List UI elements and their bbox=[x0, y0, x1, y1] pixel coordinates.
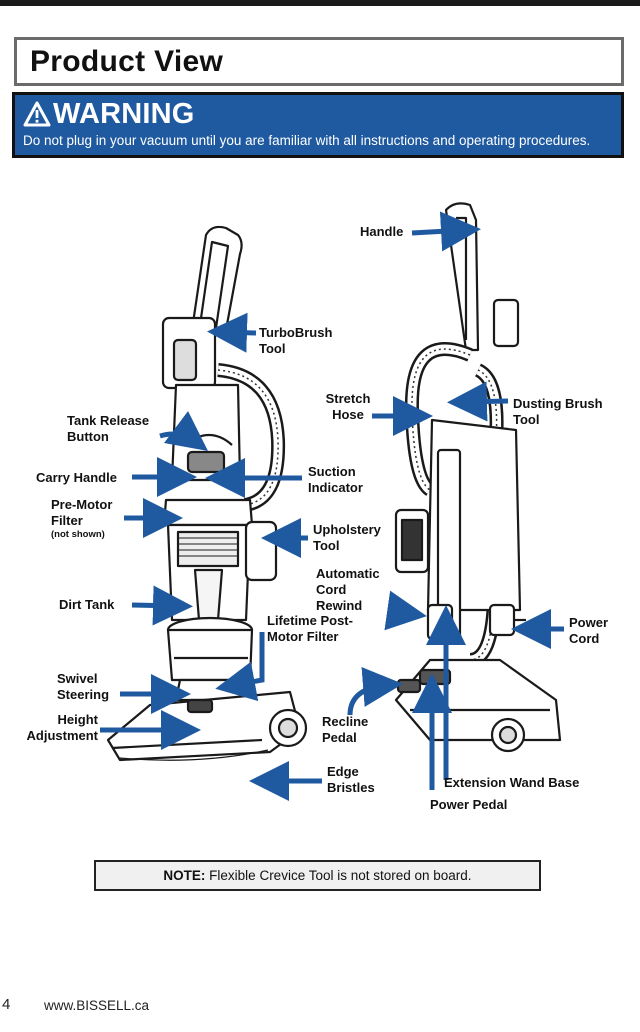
label-upholstery-tool: Upholstery Tool bbox=[313, 522, 381, 553]
title-box: Product View bbox=[14, 37, 624, 86]
page-number: 4 bbox=[2, 996, 11, 1013]
arrow-cord-rewind bbox=[384, 590, 427, 631]
label-dirt-tank: Dirt Tank bbox=[59, 597, 115, 612]
footer-url-link[interactable]: www.BISSELL.ca bbox=[44, 998, 150, 1013]
back-vacuum-drawing bbox=[394, 202, 562, 753]
label-handle: Handle bbox=[360, 224, 404, 239]
label-edge-bristles: Edge Bristles bbox=[327, 764, 375, 795]
label-extension-wand-base: Extension Wand Base bbox=[444, 775, 580, 790]
arrow-tank-release bbox=[159, 411, 209, 451]
label-carry-handle: Carry Handle bbox=[36, 470, 117, 485]
vacuum-illustration bbox=[100, 202, 564, 801]
label-stretch-hose: Stretch Hose bbox=[325, 391, 371, 422]
page-title: Product View bbox=[30, 45, 224, 78]
arrow-handle bbox=[411, 211, 481, 252]
front-vacuum-drawing bbox=[106, 225, 308, 762]
arrow-lifetime-filter bbox=[215, 632, 265, 702]
product-diagram: Handle TurboBrush Tool Stretch Hose Dust… bbox=[0, 180, 640, 820]
warning-triangle-icon bbox=[23, 101, 51, 127]
label-pre-motor-filter: Pre-Motor Filter (not shown) bbox=[51, 497, 131, 541]
label-power-cord: Power Cord bbox=[569, 615, 609, 646]
warning-text: Do not plug in your vacuum until you are… bbox=[23, 133, 591, 148]
label-suction-indicator: Suction Indicator bbox=[308, 464, 363, 495]
arrow-dusting-brush bbox=[447, 381, 509, 422]
label-height-adjustment: Height Adjustment bbox=[26, 712, 99, 743]
arrow-turbobrush bbox=[207, 312, 257, 353]
top-bar bbox=[0, 0, 640, 6]
warning-box: WARNING Do not plug in your vacuum until… bbox=[12, 92, 624, 158]
warning-header: WARNING bbox=[23, 97, 195, 131]
label-dusting-brush-tool: Dusting Brush Tool bbox=[513, 396, 603, 427]
note-box: NOTE: Flexible Crevice Tool is not store… bbox=[94, 860, 541, 891]
label-not-shown: (not shown) bbox=[51, 529, 105, 540]
label-automatic-cord-rewind: Automatic Cord Rewind bbox=[316, 566, 380, 613]
label-pre-motor-filter-text: Pre-Motor Filter bbox=[51, 497, 113, 528]
label-turbobrush-tool: TurboBrush Tool bbox=[259, 325, 333, 356]
label-swivel-steering: Swivel Steering bbox=[57, 671, 110, 702]
arrow-dirt-tank bbox=[131, 585, 193, 626]
note-text: Flexible Crevice Tool is not stored on b… bbox=[205, 868, 472, 883]
callout-arrows bbox=[100, 211, 564, 801]
warning-title: WARNING bbox=[53, 97, 195, 130]
label-recline-pedal: Recline Pedal bbox=[322, 714, 369, 745]
label-tank-release-button: Tank Release Button bbox=[67, 413, 150, 444]
arrow-recline bbox=[347, 667, 403, 716]
note-prefix: NOTE: bbox=[163, 868, 206, 883]
label-lifetime-post-motor-filter: Lifetime Post-Motor Filter bbox=[267, 613, 353, 644]
label-power-pedal: Power Pedal bbox=[430, 797, 508, 812]
